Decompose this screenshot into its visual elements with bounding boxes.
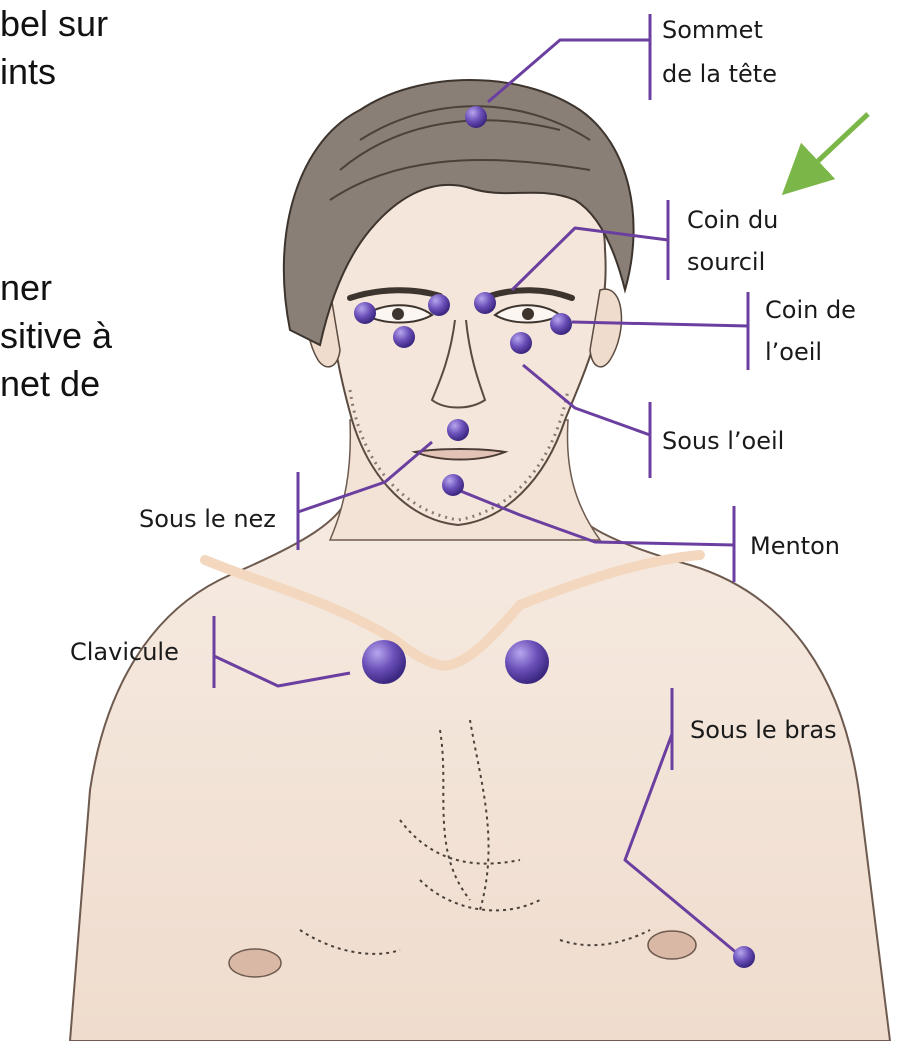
label-menton: Menton xyxy=(750,532,840,560)
point-eyebrow-left xyxy=(428,294,450,316)
point-side-eye-left xyxy=(354,302,376,324)
point-under-eye-right xyxy=(510,332,532,354)
label-sous-oeil: Sous l’oeil xyxy=(662,427,784,455)
label-coin-oeil-line1: Coin de xyxy=(765,296,856,324)
point-eyebrow-right xyxy=(474,292,496,314)
point-under-nose xyxy=(447,419,469,441)
point-under-arm xyxy=(733,946,755,968)
left-iris xyxy=(392,308,404,320)
point-collarbone-right xyxy=(505,640,549,684)
point-under-eye-left xyxy=(393,326,415,348)
point-chin xyxy=(442,474,464,496)
label-sous-bras: Sous le bras xyxy=(690,716,837,744)
point-top-of-head xyxy=(465,106,487,128)
point-side-eye-right xyxy=(550,313,572,335)
label-sommet-line2: de la tête xyxy=(662,60,777,88)
label-sous-nez: Sous le nez xyxy=(139,505,276,533)
point-collarbone-left xyxy=(362,640,406,684)
right-nipple xyxy=(648,931,696,959)
torso xyxy=(70,490,890,1041)
label-coin-sourcil-line1: Coin du xyxy=(687,206,778,234)
label-clavicule: Clavicule xyxy=(70,638,179,666)
right-iris xyxy=(522,308,534,320)
label-sommet-line1: Sommet xyxy=(662,16,763,44)
left-nipple xyxy=(229,949,281,977)
label-coin-sourcil-line2: sourcil xyxy=(687,248,765,276)
label-coin-oeil-line2: l’oeil xyxy=(765,338,822,366)
green-arrow-icon xyxy=(800,114,868,178)
